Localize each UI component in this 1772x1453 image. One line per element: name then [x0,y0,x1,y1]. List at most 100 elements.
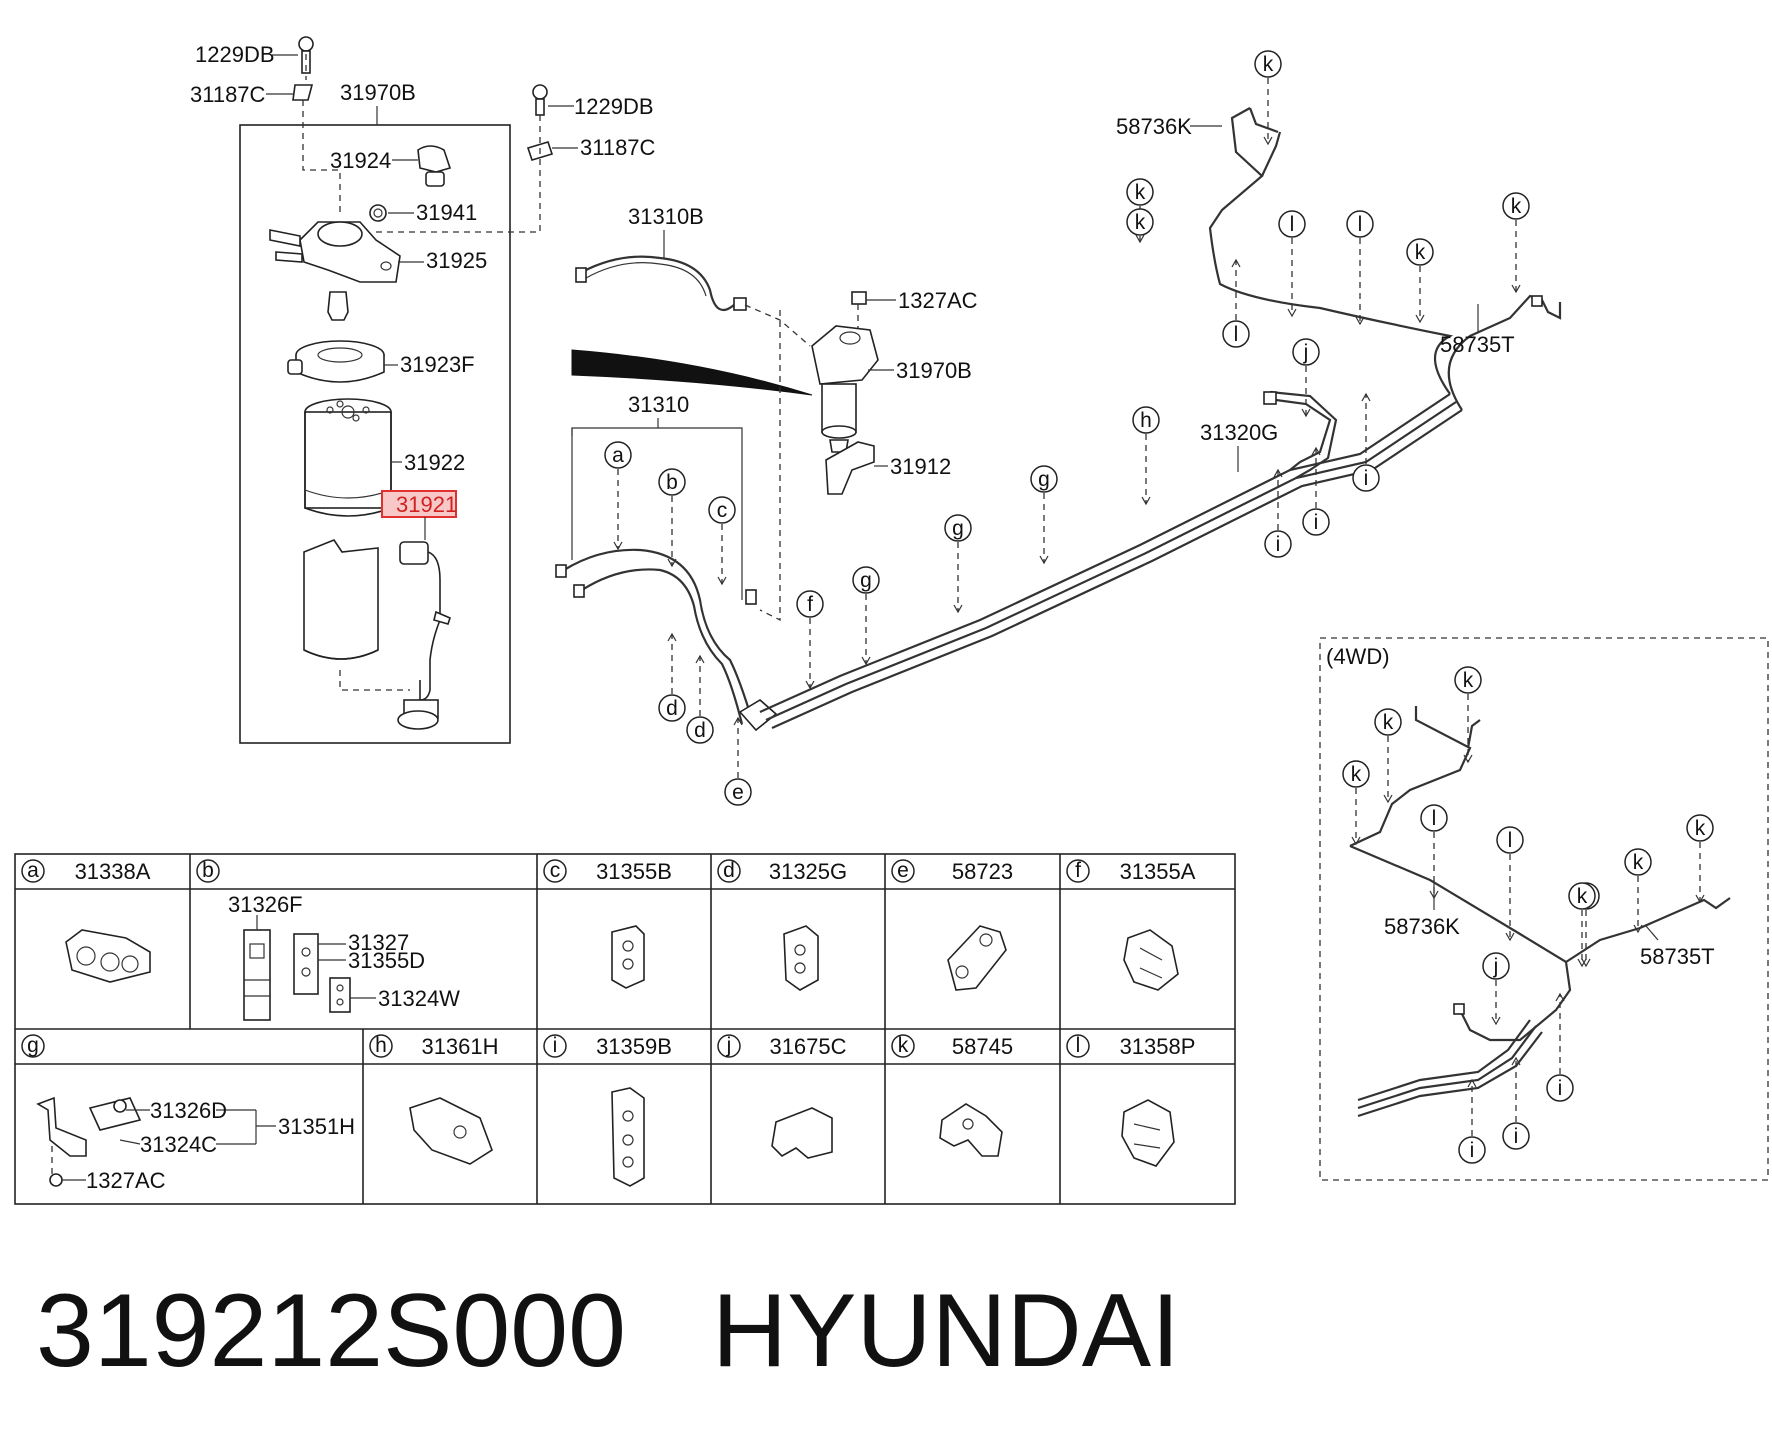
callout-letter: l [1234,323,1239,346]
callout-letter: k [1577,885,1588,908]
callout-letter: k [1415,241,1426,264]
callout-k-24: k [1374,708,1402,804]
label-31355D: 31355D [348,948,425,973]
clip-31338A [65,929,151,983]
inset-4wd: (4WD) [1319,637,1769,1181]
assembly-frame-31970B [239,124,511,744]
callout-letter: c [717,499,728,522]
callout-i-33: i [1458,1078,1486,1164]
callout-letter: k [1383,711,1394,734]
callout-e-5: e [724,716,752,806]
drain-plug [327,291,349,321]
callout-letter: k [1463,669,1474,692]
table-letter-g: g [27,1034,39,1057]
label-58736K-top: 58736K [1116,114,1192,139]
clip-31359B [611,1087,645,1187]
pipe-31310-b [581,568,744,725]
callout-a-0: a [604,441,632,551]
table-header-b: b [196,859,220,883]
table-letter-j: j [726,1034,732,1057]
table-code-58723: 58723 [952,859,1013,884]
callout-k-19: k [1502,192,1530,294]
clip-31675C [771,1107,833,1159]
label-31187C-right: 31187C [580,135,656,160]
callout-letter: j [1493,955,1499,978]
callout-letter: i [1314,511,1319,534]
callout-letter: k [1633,851,1644,874]
callout-d-3: d [658,632,686,722]
callout-l-27: l [1496,826,1524,942]
callout-k-15: k [1254,50,1282,146]
callout-k-18: k [1406,238,1434,324]
label-31320G: 31320G [1200,420,1278,445]
cap-31923F [287,340,385,383]
table-letter-e: e [897,859,909,882]
label-31912: 31912 [890,454,951,479]
callout-g-9: g [1030,465,1058,565]
clip-58723 [947,925,1007,991]
callout-letter: d [694,719,706,742]
label-31324C: 31324C [140,1132,217,1157]
callout-letter: k [1351,763,1362,786]
table-code-31355A: 31355A [1120,859,1196,884]
callout-letter: a [612,444,624,467]
filter-cartridge-31922 [304,398,392,517]
table-letter-k: k [898,1034,909,1057]
highlight-box-31921 [381,490,457,518]
label-31326F: 31326F [228,892,303,917]
callout-letter: l [1290,213,1295,236]
label-31941: 31941 [416,200,477,225]
part-number-title: 319212S000 [36,1273,626,1389]
table-header-e: e 58723 [891,859,1013,884]
callout-letter: i [1558,1077,1563,1100]
callout-l-22: l [1346,210,1374,326]
callout-f-6: f [796,590,824,690]
table-code-31355B: 31355B [596,859,672,884]
oring-31941 [369,204,387,222]
table-letter-i: i [553,1034,558,1057]
table-letter-d: d [723,859,735,882]
callout-k-25: k [1342,760,1370,846]
filter-bowl [303,539,379,660]
clip-31361H [409,1097,493,1165]
table-letter-l: l [1076,1034,1081,1057]
callout-i-12: i [1302,446,1330,536]
label-31922: 31922 [404,450,465,475]
label-1327AC-table: 1327AC [86,1168,166,1193]
label-58735T-inset: 58735T [1640,944,1715,969]
label-31187C-left: 31187C [190,82,266,107]
sensor-31924 [417,145,452,187]
callout-l-20: l [1222,258,1250,348]
callout-letter: k [1263,53,1274,76]
callout-letter: h [1140,409,1152,432]
label-4wd: (4WD) [1326,644,1390,669]
bolt-1229DB-right [532,84,548,116]
callout-i-35: i [1546,992,1574,1102]
label-31923F: 31923F [400,352,475,377]
clip-callouts: abcddefggghiiijkkkkklllkkkllkkkkjiii [604,50,1714,1164]
callout-letter: l [1358,213,1363,236]
callout-b-1: b [658,468,686,568]
callout-letter: i [1276,533,1281,556]
center-assembly: 31310B 1327AC 31970B 31912 31310 [555,204,978,732]
callout-letter: k [1135,211,1146,234]
label-31324W: 31324W [378,986,460,1011]
label-58736K-inset: 58736K [1384,914,1460,939]
main-pipe-run [759,107,1562,730]
table-letter-a: a [27,859,39,882]
nut-1327AC [851,291,867,305]
clip-58745 [939,1103,1003,1157]
table-letter-c: c [550,859,561,882]
label-31925: 31925 [426,248,487,273]
callout-i-11: i [1264,468,1292,558]
callout-k-30: k [1686,814,1714,904]
junction-e [738,699,778,732]
table-header-c: c 31355B [543,859,672,884]
pipe-31310B [581,255,735,312]
callout-k-29: k [1624,848,1652,934]
callout-d-4: d [686,654,714,744]
pipe-31310-a [563,548,754,721]
